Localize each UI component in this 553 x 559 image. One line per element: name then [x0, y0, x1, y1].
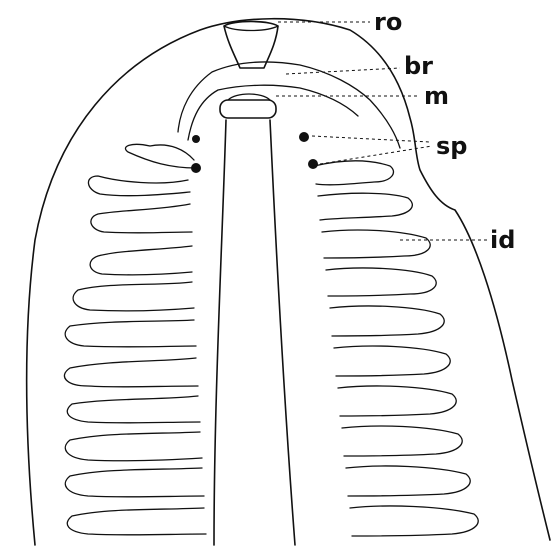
buccal-outline	[178, 62, 400, 148]
sense-pit-right-lower	[308, 159, 318, 169]
label-m: m	[424, 82, 449, 110]
rostral-organ-rim	[224, 26, 278, 31]
pharynx-left	[214, 120, 226, 545]
leader-br	[286, 68, 400, 74]
sense-pit-right-upper	[299, 132, 309, 142]
label-sp: sp	[436, 132, 467, 160]
leader-sp-lower	[320, 146, 432, 164]
pharynx-right	[270, 120, 295, 545]
label-br: br	[404, 52, 433, 80]
body-outline	[27, 19, 550, 545]
right-diverticula	[314, 161, 478, 536]
sense-pit-left-upper	[192, 135, 200, 143]
left-diverticula	[64, 144, 206, 534]
label-ro: ro	[374, 8, 402, 36]
label-id: id	[490, 226, 515, 254]
leader-sp-upper	[312, 136, 430, 142]
mouth	[220, 100, 276, 118]
mouth-upper	[228, 94, 270, 100]
buccal-inner	[188, 85, 358, 140]
